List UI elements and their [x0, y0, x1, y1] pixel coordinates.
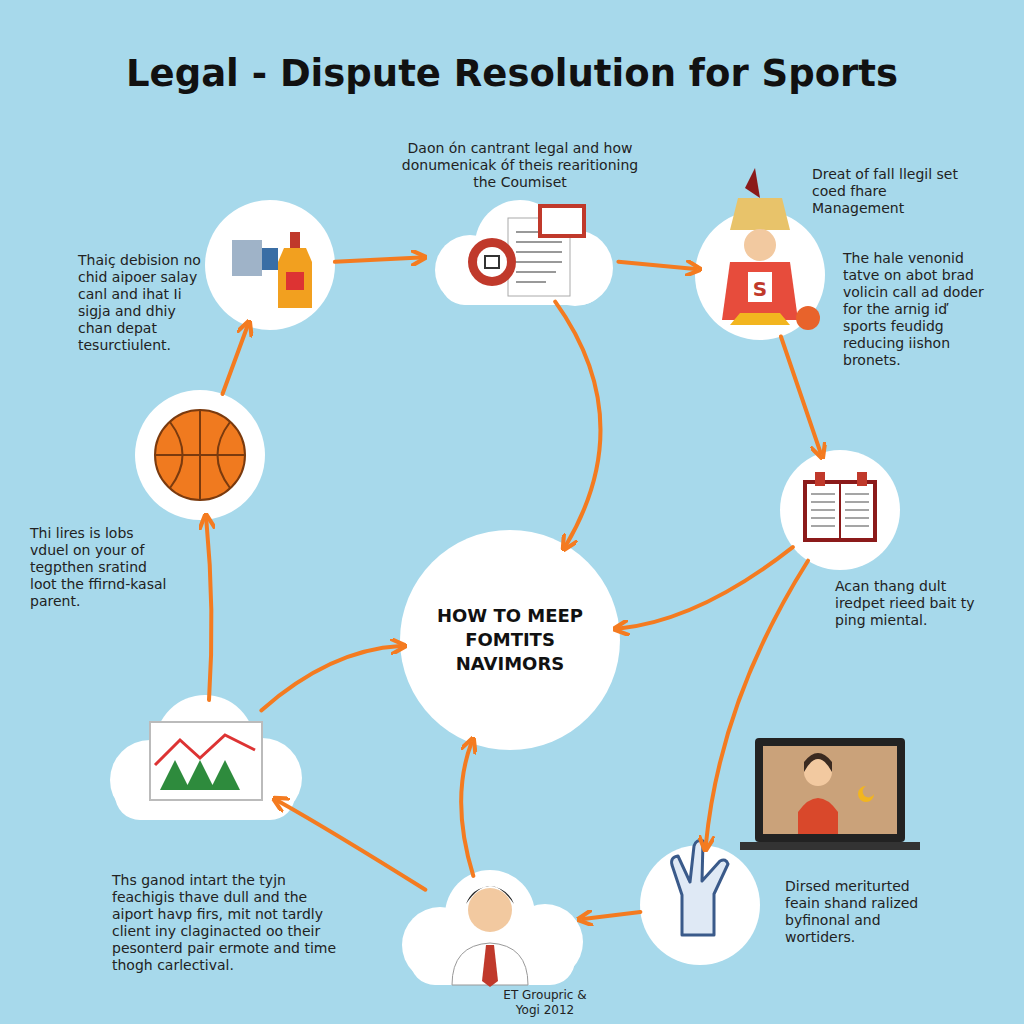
- icon-node: Acan thang dult iredpet rieed bait ty pi…: [780, 450, 900, 570]
- center-circle: [400, 530, 620, 750]
- bottle-icon: [232, 232, 312, 308]
- icon-node: Thi lires is lobs vduel on your of tegpt…: [135, 390, 265, 520]
- flow-arrow: [335, 258, 421, 262]
- flow-arrow: [261, 646, 400, 710]
- node-text: The hale venonid tatve on abot brad voli…: [843, 250, 993, 369]
- node-text: Ths ganod intart the tyjn feachigis thav…: [112, 872, 337, 974]
- flow-arrow: [461, 743, 473, 876]
- icon-circle: [780, 450, 900, 570]
- basketball-icon: [155, 410, 245, 500]
- node-text: Daon ón cantrant legal and how donumenic…: [395, 140, 645, 191]
- flow-arrow: [583, 912, 640, 919]
- node-text: Thi lires is lobs vduel on your of tegpt…: [30, 525, 170, 610]
- node-text: ET Groupric & Yogi 2012: [490, 988, 600, 1018]
- icon-node: ET Groupric & Yogi 2012: [395, 875, 585, 985]
- node-text: Dirsed meriturted feain shand ralized by…: [785, 878, 935, 946]
- flow-arrow: [706, 561, 808, 846]
- icon-node: Dirsed meriturted feain shand ralized by…: [640, 845, 760, 965]
- chart-icon: [150, 722, 262, 800]
- icon-circle: [135, 390, 265, 520]
- cloud: [110, 695, 302, 820]
- hand-icon: [672, 841, 728, 935]
- node-text: Thaiç debision no chid aipoer salay canl…: [78, 252, 203, 354]
- book-icon: [803, 472, 877, 542]
- flow-arrow: [223, 326, 248, 394]
- flow-arrow: [206, 520, 211, 700]
- icon-node: Ths ganod intart the tyjn feachigis thav…: [105, 700, 305, 820]
- icon-node: Dreat of fall llegil set coed fhare Mana…: [695, 210, 825, 340]
- flow-arrow: [618, 262, 695, 269]
- shirt-letter: S: [753, 277, 767, 301]
- flow-arrow: [278, 801, 425, 890]
- flow-arrow: [781, 337, 821, 454]
- person-icon: [452, 886, 528, 987]
- document-icon: [468, 206, 584, 296]
- icon-node: Daon ón cantrant legal and how donumenic…: [420, 200, 620, 305]
- icon-circle: [695, 210, 825, 340]
- diagram-title: Legal - Dispute Resolution for Sports: [0, 52, 1024, 95]
- icon-node: Thaiç debision no chid aipoer salay canl…: [205, 200, 335, 330]
- node-heading: Dreat of fall llegil set coed fhare Mana…: [812, 166, 962, 217]
- flow-arrow: [555, 302, 600, 546]
- icon-circle: [205, 200, 335, 330]
- flow-arrow: [619, 547, 792, 628]
- center-circle-node: HOW TO MEEP FOMTITS NAVIMORS: [400, 530, 620, 750]
- center-heading: HOW TO MEEP FOMTITS NAVIMORS: [420, 604, 600, 676]
- cloud: [435, 200, 613, 306]
- mascot-icon: S: [722, 168, 820, 330]
- laptop-illustration: [740, 738, 920, 850]
- node-text: Acan thang dult iredpet rieed bait ty pi…: [835, 578, 990, 629]
